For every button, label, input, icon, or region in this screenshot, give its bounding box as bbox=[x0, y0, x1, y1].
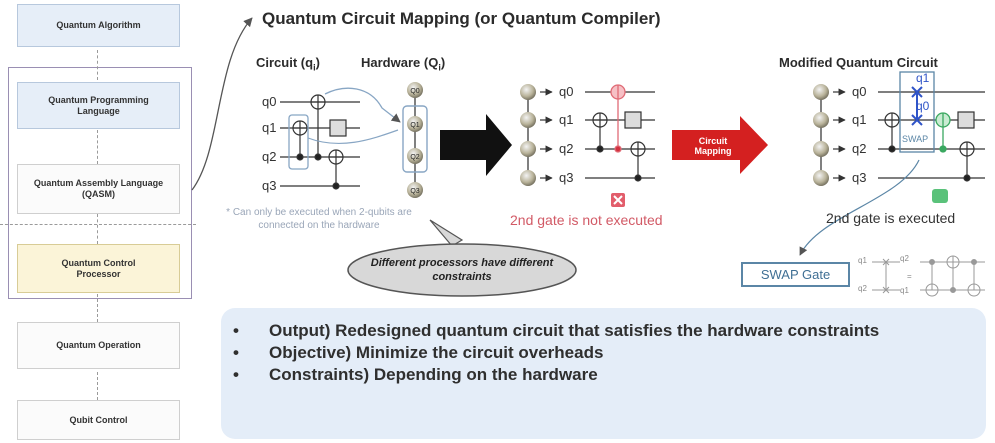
hw-node-label: Q0 bbox=[410, 88, 419, 95]
not-executed-text: 2nd gate is not executed bbox=[510, 212, 663, 228]
stack-connector bbox=[97, 294, 98, 322]
gate-to-hardware-arrow bbox=[324, 87, 401, 123]
stack-qasm: Quantum Assembly Language (QASM) bbox=[17, 164, 180, 214]
stack-label: Quantum Programming Language bbox=[48, 94, 149, 116]
swap-box bbox=[899, 71, 935, 153]
objectives-panel: • Output) Redesigned quantum circuit tha… bbox=[221, 308, 986, 439]
hw-node bbox=[407, 148, 423, 164]
circuit-mapping-arrow bbox=[672, 116, 768, 174]
hw-node-label: Q1 bbox=[410, 122, 419, 129]
swap-small-label: SWAP bbox=[902, 134, 929, 144]
stack-connector bbox=[97, 372, 98, 400]
swap-q2-right: q2 bbox=[900, 254, 909, 263]
stack-control-processor: Quantum Control Processor bbox=[17, 244, 180, 293]
swap-q1-left: q1 bbox=[858, 256, 867, 265]
stack-qubit-control: Qubit Control bbox=[17, 400, 180, 440]
hw-node bbox=[407, 116, 423, 132]
stack-label: Quantum Assembly Language (QASM) bbox=[33, 178, 164, 199]
gate-to-hardware-link bbox=[307, 129, 399, 145]
swap-q-label: q0 bbox=[916, 99, 930, 113]
qubit-label: q2 bbox=[852, 141, 867, 156]
qubit-label: q1 bbox=[852, 112, 867, 127]
bullet-text: Constraints) Depending on the hardware bbox=[269, 365, 598, 384]
circuit-label-text: Circuit (q bbox=[256, 55, 314, 70]
main-title: Quantum Circuit Mapping (or Quantum Comp… bbox=[262, 9, 661, 28]
modified-label: Modified Quantum Circuit bbox=[779, 55, 938, 70]
qubit-label: q3 bbox=[852, 170, 867, 185]
stack-programming-language: Quantum Programming Language bbox=[17, 82, 180, 129]
big-black-arrow bbox=[440, 114, 512, 176]
executed-text: 2nd gate is executed bbox=[826, 210, 956, 226]
compiler-group-frame bbox=[8, 67, 192, 299]
qubit-label: q0 bbox=[262, 94, 277, 109]
swap-q-label: q1 bbox=[916, 71, 930, 85]
stack-connector bbox=[97, 214, 98, 244]
original-circuit bbox=[280, 94, 360, 190]
swap-q2-left: q2 bbox=[858, 284, 867, 293]
stack-label: Quantum Control Processor bbox=[61, 257, 136, 279]
stack-label: Qubit Control bbox=[69, 414, 128, 425]
qubit-label: q2 bbox=[262, 149, 277, 164]
bullet-text: Objective) Minimize the circuit overhead… bbox=[269, 343, 604, 362]
qubit-label: q1 bbox=[559, 112, 574, 127]
qubit-label: q2 bbox=[559, 141, 574, 156]
qasm-to-title-arrow bbox=[191, 17, 253, 191]
hw-node-label: Q3 bbox=[410, 188, 419, 195]
hardware-label: Hardware (Qi) bbox=[361, 55, 446, 73]
bullet-item: • Constraints) Depending on the hardware bbox=[233, 364, 986, 386]
hw-node-label: Q2 bbox=[410, 154, 419, 161]
hw-node bbox=[407, 182, 423, 198]
hardware-highlight-box bbox=[402, 105, 428, 173]
stack-label: Quantum Algorithm bbox=[56, 20, 141, 30]
bullet-dot: • bbox=[233, 321, 239, 340]
bullet-dot: • bbox=[233, 365, 239, 384]
bullet-item: • Output) Redesigned quantum circuit tha… bbox=[233, 320, 986, 342]
circuit-mapping-label: Circuit Mapping bbox=[694, 136, 732, 156]
gate-highlight-box bbox=[288, 114, 309, 170]
bullet-text: Output) Redesigned quantum circuit that … bbox=[269, 321, 880, 340]
swap-q1-right: q1 bbox=[900, 286, 909, 295]
qubit-label: q3 bbox=[262, 178, 277, 193]
swap-equivalence bbox=[872, 255, 985, 297]
hw-node bbox=[407, 82, 423, 98]
swap-gate-box: SWAP Gate bbox=[741, 262, 850, 287]
stack-quantum-operation: Quantum Operation bbox=[17, 322, 180, 369]
middle-circuit bbox=[520, 84, 655, 207]
stack-connector bbox=[97, 130, 98, 164]
bullet-item: • Objective) Minimize the circuit overhe… bbox=[233, 342, 986, 364]
bullet-dot: • bbox=[233, 343, 239, 362]
stack-connector bbox=[97, 50, 98, 80]
speech-bubble bbox=[347, 219, 577, 297]
qubit-label: q0 bbox=[852, 84, 867, 99]
check-icon bbox=[932, 189, 948, 203]
hardware-label-sub: i bbox=[438, 62, 441, 73]
hardware-note: * Can only be executed when 2-qubits are… bbox=[226, 207, 412, 231]
qubit-label: q3 bbox=[559, 170, 574, 185]
equals-sign: = bbox=[907, 272, 912, 281]
modified-circuit bbox=[799, 71, 985, 256]
qubit-label: q1 bbox=[262, 120, 277, 135]
hardware-label-text: Hardware (Q bbox=[361, 55, 439, 70]
circuit-label-sub: i bbox=[313, 62, 316, 73]
dashed-divider bbox=[0, 224, 196, 225]
stack-label: Quantum Operation bbox=[56, 340, 141, 350]
swap-detail-arrow bbox=[799, 159, 920, 256]
bubble-text: Different processors have different cons… bbox=[370, 257, 554, 283]
circuit-label: Circuit (qi) bbox=[256, 55, 320, 73]
stack-quantum-algorithm: Quantum Algorithm bbox=[17, 4, 180, 47]
qubit-label: q0 bbox=[559, 84, 574, 99]
hardware-chain bbox=[402, 82, 428, 198]
